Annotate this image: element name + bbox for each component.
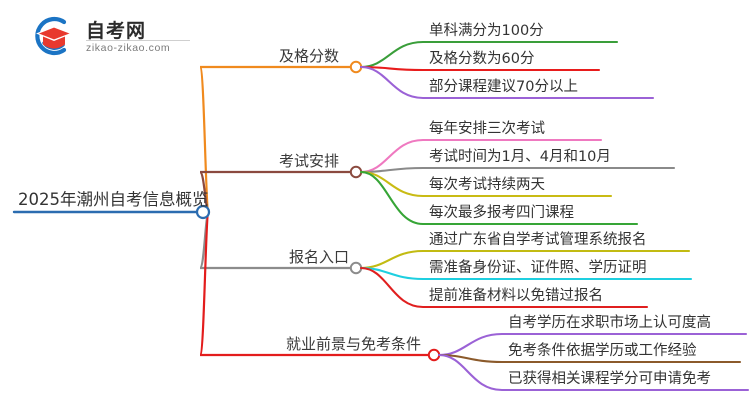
leaf-label-0-2[interactable]: 部分课程建议70分以上 — [429, 79, 578, 95]
branch-label-2[interactable]: 报名入口 — [289, 248, 350, 266]
leaf-label-3-1[interactable]: 免考条件依据学历或工作经验 — [508, 343, 697, 359]
leaf-label-1-1[interactable]: 考试时间为1月、4月和10月 — [429, 149, 611, 165]
leaf-label-1-3[interactable]: 每次最多报考四门课程 — [429, 205, 574, 221]
leaf-label-1-2[interactable]: 每次考试持续两天 — [429, 177, 545, 193]
logo-divider — [86, 40, 190, 41]
leaf-label-0-1[interactable]: 及格分数为60分 — [429, 51, 535, 67]
leaf-label-2-1[interactable]: 需准备身份证、证件照、学历证明 — [429, 260, 647, 276]
leaf-label-2-2[interactable]: 提前准备材料以免错过报名 — [429, 288, 603, 304]
branch-label-0[interactable]: 及格分数 — [279, 47, 340, 65]
leaf-label-0-0[interactable]: 单科满分为100分 — [429, 23, 544, 39]
logo-url: zikao-zikao.com — [86, 42, 171, 54]
graduation-cap-icon — [30, 13, 76, 59]
root-node-label[interactable]: 2025年潮州自考信息概览 — [18, 190, 209, 209]
logo-name: 自考网 — [86, 20, 147, 42]
leaf-label-3-0[interactable]: 自考学历在求职市场上认可度高 — [508, 315, 711, 331]
branch-label-1[interactable]: 考试安排 — [279, 152, 340, 170]
leaf-label-2-0[interactable]: 通过广东省自学考试管理系统报名 — [429, 232, 647, 248]
branch-label-3[interactable]: 就业前景与免考条件 — [286, 335, 422, 353]
leaf-label-3-2[interactable]: 已获得相关课程学分可申请免考 — [508, 371, 711, 387]
leaf-label-1-0[interactable]: 每年安排三次考试 — [429, 121, 545, 137]
site-logo: 自考网 zikao-zikao.com — [30, 10, 190, 62]
